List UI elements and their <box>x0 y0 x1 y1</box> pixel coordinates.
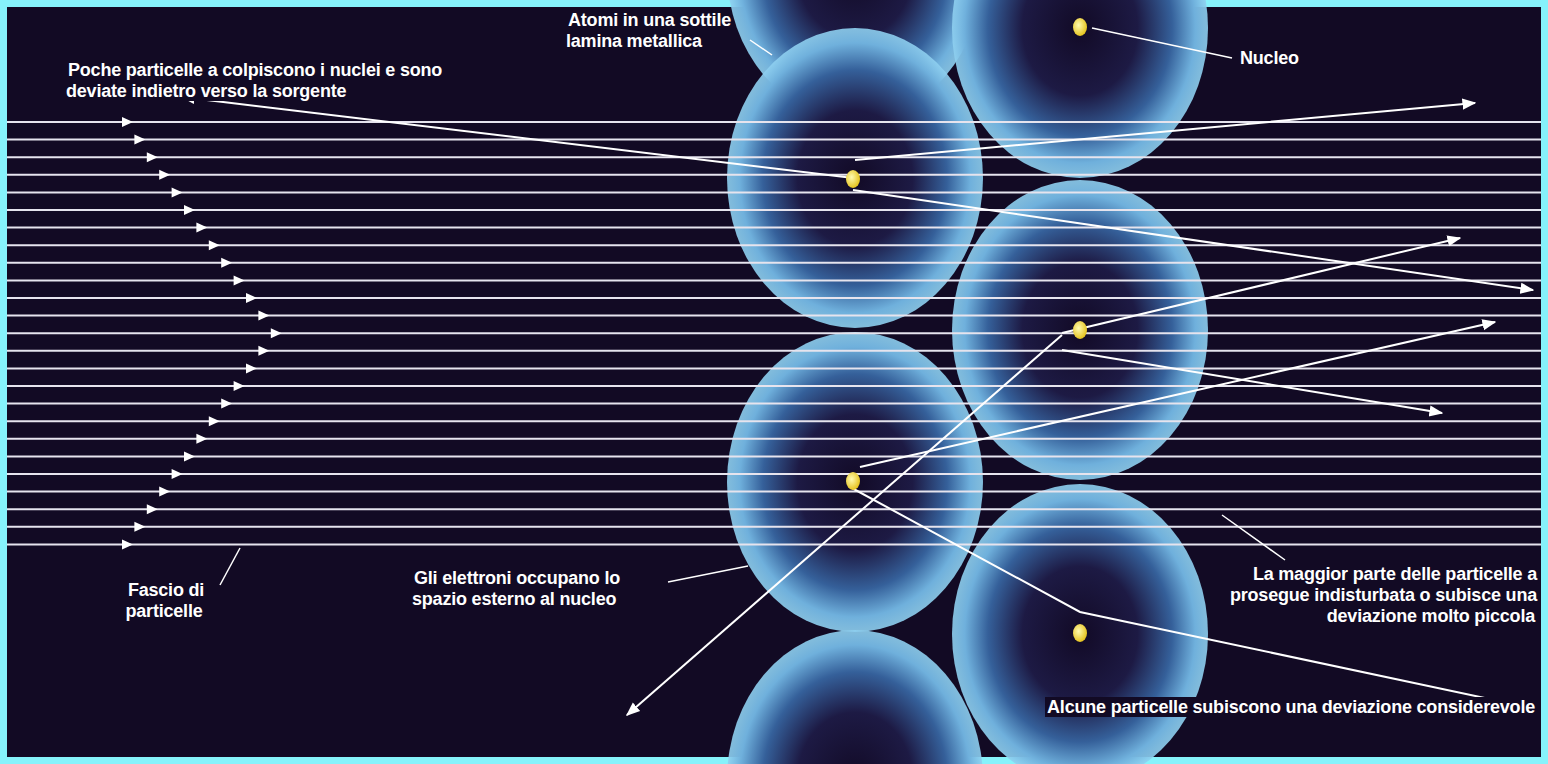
beam-line <box>7 244 1541 246</box>
beam-line <box>7 420 1541 422</box>
beam-arrowhead <box>271 328 282 338</box>
beam-line <box>7 121 1541 123</box>
beam-arrowhead <box>134 135 145 145</box>
nucleus <box>1073 624 1087 642</box>
beam-arrowhead <box>234 381 245 391</box>
note-label: Alcune particelle subiscono una deviazio… <box>1040 697 1537 718</box>
beam-arrowhead <box>159 170 170 180</box>
beam-arrowhead <box>209 416 220 426</box>
beam-line <box>7 139 1541 141</box>
part-label: Nucleo <box>1238 48 1318 69</box>
nuclei <box>846 18 1087 642</box>
part-label: Gli elettroni occupano lo spazio esterno… <box>412 568 662 610</box>
note-label: La maggior parte delle particelle a pros… <box>1225 564 1537 627</box>
beam-line <box>7 191 1541 193</box>
beam-arrowhead <box>234 275 245 285</box>
beam-arrowhead <box>258 311 269 321</box>
part-label: Nucleo <box>1238 48 1301 68</box>
beam-line <box>7 174 1541 176</box>
atom <box>952 180 1208 480</box>
beam-line <box>7 350 1541 352</box>
beam-line <box>7 438 1541 440</box>
note-label: La maggior parte delle particelle a pros… <box>1230 564 1537 626</box>
beam-arrowhead <box>159 487 170 497</box>
note-label: Alcune particelle subiscono una deviazio… <box>1045 697 1537 717</box>
note-label: Poche particelle a colpiscono i nuclei e… <box>66 60 486 102</box>
beam-line <box>7 403 1541 405</box>
beam-arrowhead <box>147 152 158 162</box>
beam-arrowheads <box>122 117 282 549</box>
nucleus <box>846 170 860 188</box>
beam-arrowhead <box>258 346 269 356</box>
beam-line <box>7 227 1541 229</box>
nucleus <box>846 472 860 490</box>
beam-line <box>7 543 1541 545</box>
beam-line <box>7 209 1541 211</box>
atom <box>727 332 983 632</box>
beam-arrowhead <box>196 223 207 233</box>
beam-arrowhead <box>122 117 133 127</box>
note-label: Poche particelle a colpiscono i nuclei e… <box>66 60 442 101</box>
part-label: Fascio di particelle <box>125 580 204 621</box>
beam-arrowhead <box>246 293 257 303</box>
atoms <box>727 0 1208 764</box>
nucleus <box>1073 18 1087 36</box>
beam-line <box>7 156 1541 158</box>
beam-line <box>7 315 1541 317</box>
beam-arrowhead <box>221 258 232 268</box>
beam-arrowhead <box>246 363 257 373</box>
atom <box>727 28 983 328</box>
particle-beam <box>7 122 1541 544</box>
beam-line <box>7 455 1541 457</box>
beam-arrowhead <box>209 240 220 250</box>
part-label: Atomi in una sottile lamina metallica <box>566 10 731 51</box>
beam-arrowhead <box>134 522 145 532</box>
beam-line <box>7 473 1541 475</box>
part-label: Fascio di particelle <box>110 580 220 622</box>
beam-arrowhead <box>172 469 183 479</box>
beam-line <box>7 262 1541 264</box>
part-label: Atomi in una sottile lamina metallica <box>566 10 756 52</box>
beam-arrowhead <box>122 539 133 549</box>
beam-arrowhead <box>196 434 207 444</box>
beam-arrowhead <box>184 451 195 461</box>
part-label: Gli elettroni occupano lo spazio esterno… <box>412 568 620 609</box>
beam-line <box>7 526 1541 528</box>
beam-line <box>7 508 1541 510</box>
beam-line <box>7 332 1541 334</box>
beam-arrowhead <box>147 504 158 514</box>
beam-line <box>7 297 1541 299</box>
beam-arrowhead <box>221 399 232 409</box>
beam-arrowhead <box>172 187 183 197</box>
atom <box>727 630 983 764</box>
atom <box>952 0 1208 178</box>
beam-arrowhead <box>184 205 195 215</box>
beam-line <box>7 367 1541 369</box>
beam-line <box>7 491 1541 493</box>
nucleus <box>1073 321 1087 339</box>
